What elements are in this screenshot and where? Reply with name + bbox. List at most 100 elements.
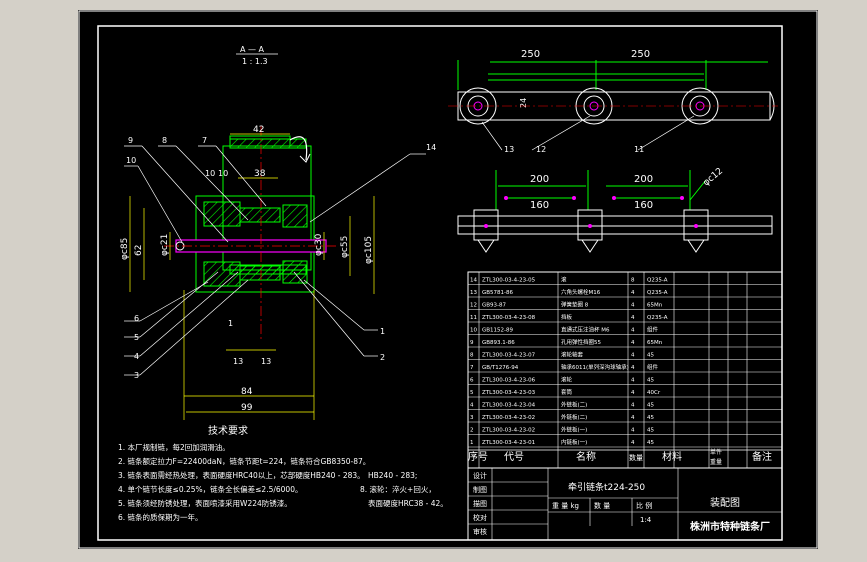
bom-cell-name: 滚 [561,276,567,284]
qty-label: 数 量 [594,501,610,510]
bom-cell-name: 外链板(二) [561,413,587,421]
bom-cell-code: GB893.1-86 [482,340,515,346]
bom-cell-mat: 45 [647,428,654,434]
bom-cell-no: 5 [470,390,474,396]
dim-160b: 160 [634,200,653,211]
tb-label-trace: 描图 [473,499,487,508]
dim-13a: 13 [233,357,243,366]
bearing-lower [239,265,281,281]
bom-cell-qty: 4 [631,353,635,359]
tb-label-draw: 制图 [473,485,487,494]
bom-cell-name: 滚轮 [561,376,573,384]
callout-13: 13 [504,145,514,154]
technical-requirements: 技术要求 1. 本厂规制链，每2回加润滑油。 2. 链条额定拉力F=22400d… [118,424,448,522]
drawing-svg: A — A 1 : 1.3 [78,10,818,549]
bom-cell-no: 3 [470,415,474,421]
bom-cell-code: ZTL300-03-4-23-03 [482,390,536,396]
section-view: A — A 1 : 1.3 [120,45,436,420]
bom-header-code: 代号 [504,451,524,463]
bom-cell-no: 7 [470,365,474,371]
bom-cell-name: 外链板(二) [561,401,587,409]
bom-header-qty: 数量 [629,453,643,462]
bom-header-no: 序号 [468,450,488,463]
bom-cell-no: 13 [470,290,477,296]
dim-160a: 160 [530,200,549,211]
dim-250b: 250 [631,49,650,60]
bom-cell-no: 12 [470,303,477,309]
outer-border [78,10,818,549]
bom-cell-code: ZTL300-03-4-23-01 [482,440,535,446]
bom-cell-code: GB1152-89 [482,328,514,334]
bom-cell-name: 孔用弹性挡圈55 [561,338,601,346]
bom-cell-mat: Q235-A [647,278,668,284]
bom-cell-no: 6 [470,378,474,384]
bom-cell-code: ZTL300-03-4-23-04 [482,403,536,409]
tech-note-1: 1. 本厂规制链，每2回加润滑油。 [118,442,230,452]
callout-3: 3 [134,371,139,380]
bom-cell-name: 滚轮轴套 [561,351,584,359]
bom-cell-code: GB5781-86 [482,290,514,296]
callout-14: 14 [426,143,436,152]
callout-2: 2 [380,353,385,362]
chain-plan-view: 200 200 160 160 φc12 [457,166,773,253]
bom-cell-name: 轴承6011(单列深沟球轴承) [561,363,629,371]
bom-cell-mat: 40Cr [647,390,661,396]
bom-cell-mat: 45 [647,415,654,421]
bom-cell-code: ZTL300-03-4-23-02 [482,428,535,434]
sleeve-lower [282,260,308,284]
tech-note-2: 2. 链条额定拉力F=22400daN，链条节距t=224，链条符合GB8350… [118,456,370,466]
bom-cell-qty: 4 [631,365,635,371]
bom-cell-name: 弹簧垫圈 8 [561,301,589,309]
tech-note-3: 3. 链条表面需经热处理，表面硬度HRC40以上，芯部硬度HB240 - 283… [118,470,365,480]
bom-header-w1: 单件 [710,448,722,456]
bom-cell-name: 六角头螺栓M16 [561,288,601,296]
wheel-top-section [229,138,307,149]
dim-phi12: φc12 [702,166,726,188]
tech-note-6: 6. 链条的质保期为一年。 [118,512,203,522]
bom-cell-qty: 4 [631,315,635,321]
dim-phi55: φc55 [340,236,350,258]
bom-cell-mat: Q235-A [647,290,668,296]
tech-note-r1: HB240 - 283; [368,471,417,480]
bom-cell-code: GB93-87 [482,303,507,309]
dim-phi21: φc21 [160,234,170,256]
company-name: 株洲市特种链条厂 [690,520,770,533]
bom-cell-qty: 4 [631,290,635,296]
bom-cell-qty: 4 [631,390,635,396]
bom-header-name: 名称 [576,450,596,463]
bom-cell-code: ZTL300-03-4-23-08 [482,315,536,321]
bearing-upper [239,207,281,223]
bom-cell-no: 10 [470,328,477,334]
tech-note-r2: 8. 滚轮：淬火+回火， [360,484,436,494]
bom-cell-qty: 4 [631,415,635,421]
tb-label-design: 设计 [473,471,487,480]
section-title: A — A [240,45,265,54]
bom-cell-name: 直通式压注油杯 M6 [561,326,610,334]
dim-1: 1 [228,319,233,328]
bom-cell-qty: 4 [631,440,635,446]
dim-38: 38 [254,169,266,179]
dim-84: 84 [241,387,253,397]
title-block: 设计 制图 描图 校对 审核 牵引链条t224-250 重 量 kg 数 量 比… [467,467,783,541]
bom-cell-qty: 4 [631,403,635,409]
part-name: 牵引链条t224-250 [568,481,645,493]
dim-42: 42 [253,125,264,135]
plan-plate-bottom [457,225,773,235]
bom-cell-no: 4 [470,403,474,409]
bom-cell-name: 套筒 [561,388,573,396]
bom-cell-code: ZTL300-03-4-23-06 [482,378,536,384]
dim-24: 24 [519,98,528,108]
drawing-canvas: A — A 1 : 1.3 [78,10,818,549]
bom-cell-mat: 65Mn [647,340,663,346]
bom-cell-no: 9 [470,340,474,346]
bom-cell-no: 2 [470,428,474,434]
callout-1: 1 [380,327,385,336]
callout-10: 10 [126,156,136,165]
dim-10a: 10 [205,169,215,178]
tech-heading: 技术要求 [208,424,248,437]
dim-99: 99 [241,403,253,413]
outer-plate-upper [203,201,241,227]
